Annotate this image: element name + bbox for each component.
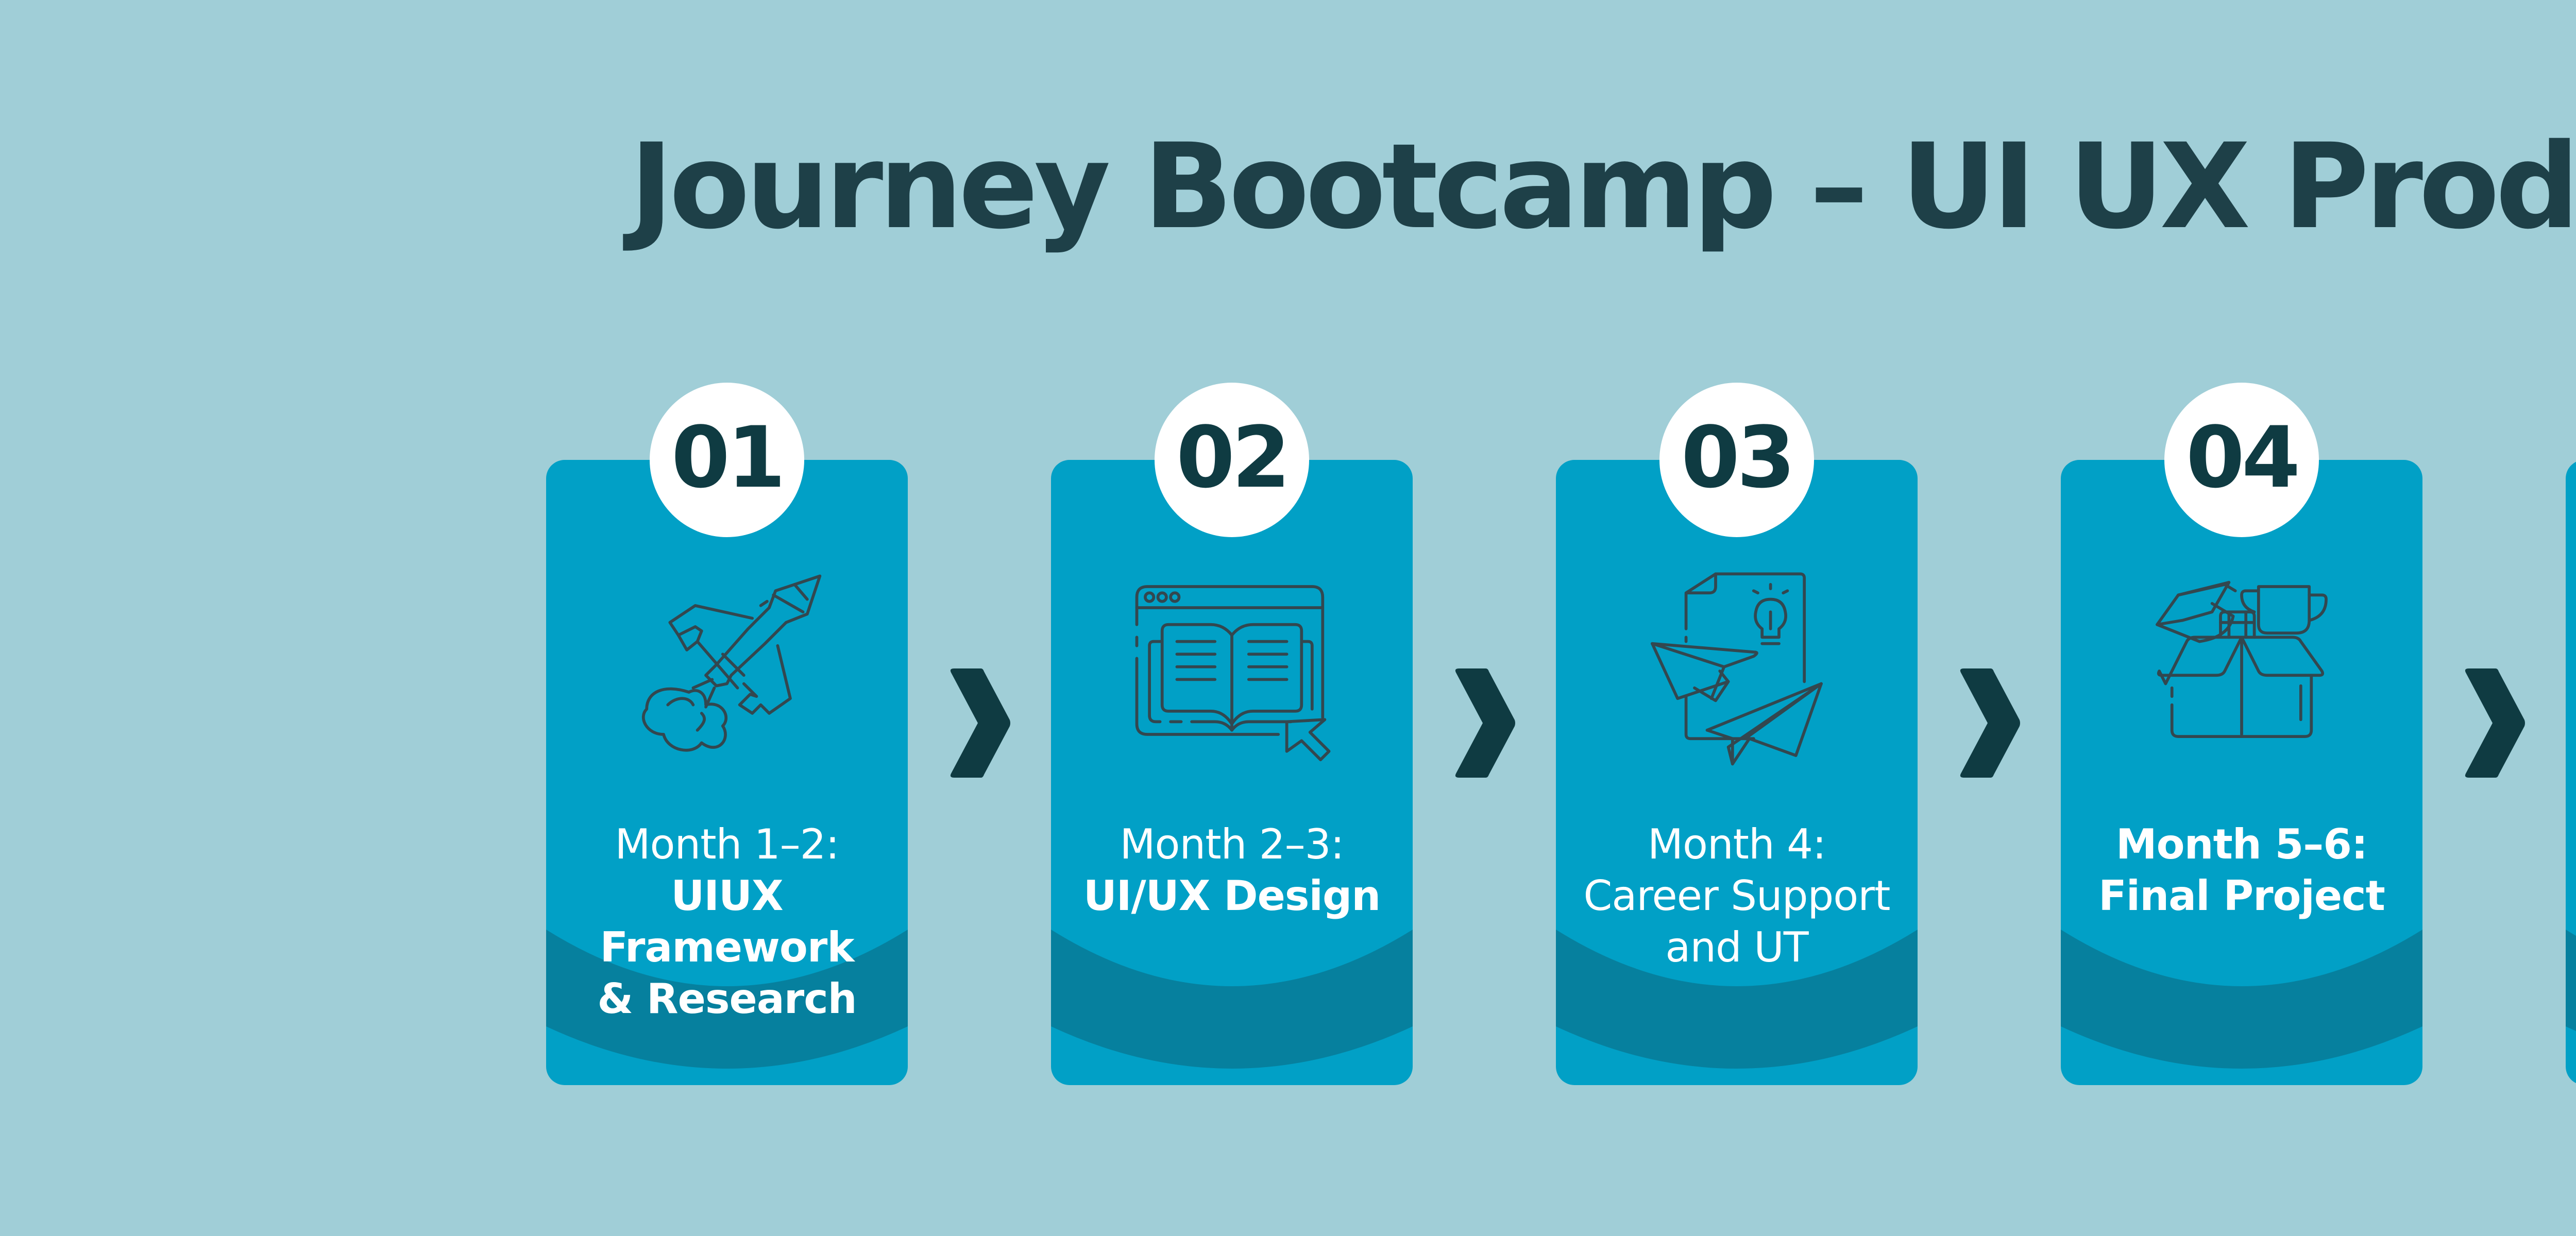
card-wave-band (546, 930, 908, 1069)
card-wave-band (1556, 930, 1918, 1069)
card-wave-band (2061, 930, 2422, 1069)
chevron-right-icon (1960, 668, 2020, 778)
step-label: Month 4: Career Support and UT (1556, 819, 1918, 973)
step-number: 03 (1681, 408, 1795, 507)
step-topic: Final Project (2098, 872, 2385, 920)
step-number-badge-4: 04 (2164, 383, 2319, 537)
paper-planes-idea-icon (1651, 572, 1823, 766)
step-label: Month 2–3: UI/UX Design (1051, 819, 1413, 922)
chevron-right-icon (1455, 668, 1515, 778)
step-card-4: Month 5–6: Final Project (2061, 460, 2422, 1085)
card-wave-band (1051, 930, 1413, 1069)
step-topic: Career Support and UT (1583, 872, 1890, 971)
step-number-badge-3: 03 (1659, 383, 1814, 537)
step-period: Month 2–3: (1120, 820, 1345, 868)
browser-book-icon (1135, 585, 1331, 762)
step-period: Month 4: (1647, 820, 1826, 868)
step-label: Month 6: Graduation (2566, 819, 2576, 922)
step-number: 02 (1176, 408, 1291, 507)
step-topic: UI/UX Design (1083, 872, 1381, 920)
step-number: 01 (671, 408, 786, 507)
step-label: Month 1–2: UIUX Framework & Research (546, 819, 908, 1025)
step-period: Month 1–2: (615, 820, 840, 868)
step-number-badge-1: 01 (650, 383, 804, 537)
step-card-5: Month 6: Graduation (2566, 460, 2576, 1085)
box-graduation-trophy-icon (2156, 580, 2328, 738)
chevron-right-icon (2465, 668, 2525, 778)
step-topic: UIUX Framework & Research (597, 872, 857, 1023)
page-title: Journey Bootcamp – UI UX Product Design (630, 118, 2576, 255)
step-number-badge-2: 02 (1155, 383, 1309, 537)
chevron-right-icon (950, 668, 1010, 778)
step-period: Month 6: (2566, 819, 2576, 870)
step-number: 04 (2185, 408, 2300, 507)
step-label: Month 5–6: Final Project (2061, 819, 2422, 922)
step-card-3: Month 4: Career Support and UT (1556, 460, 1918, 1085)
rocket-icon (641, 574, 822, 752)
step-topic: Graduation (2566, 870, 2576, 922)
step-card-2: Month 2–3: UI/UX Design (1051, 460, 1413, 1085)
step-card-1: Month 1–2: UIUX Framework & Research (546, 460, 908, 1085)
card-wave-band (2566, 930, 2576, 1032)
step-period: Month 5–6: (2116, 820, 2368, 868)
